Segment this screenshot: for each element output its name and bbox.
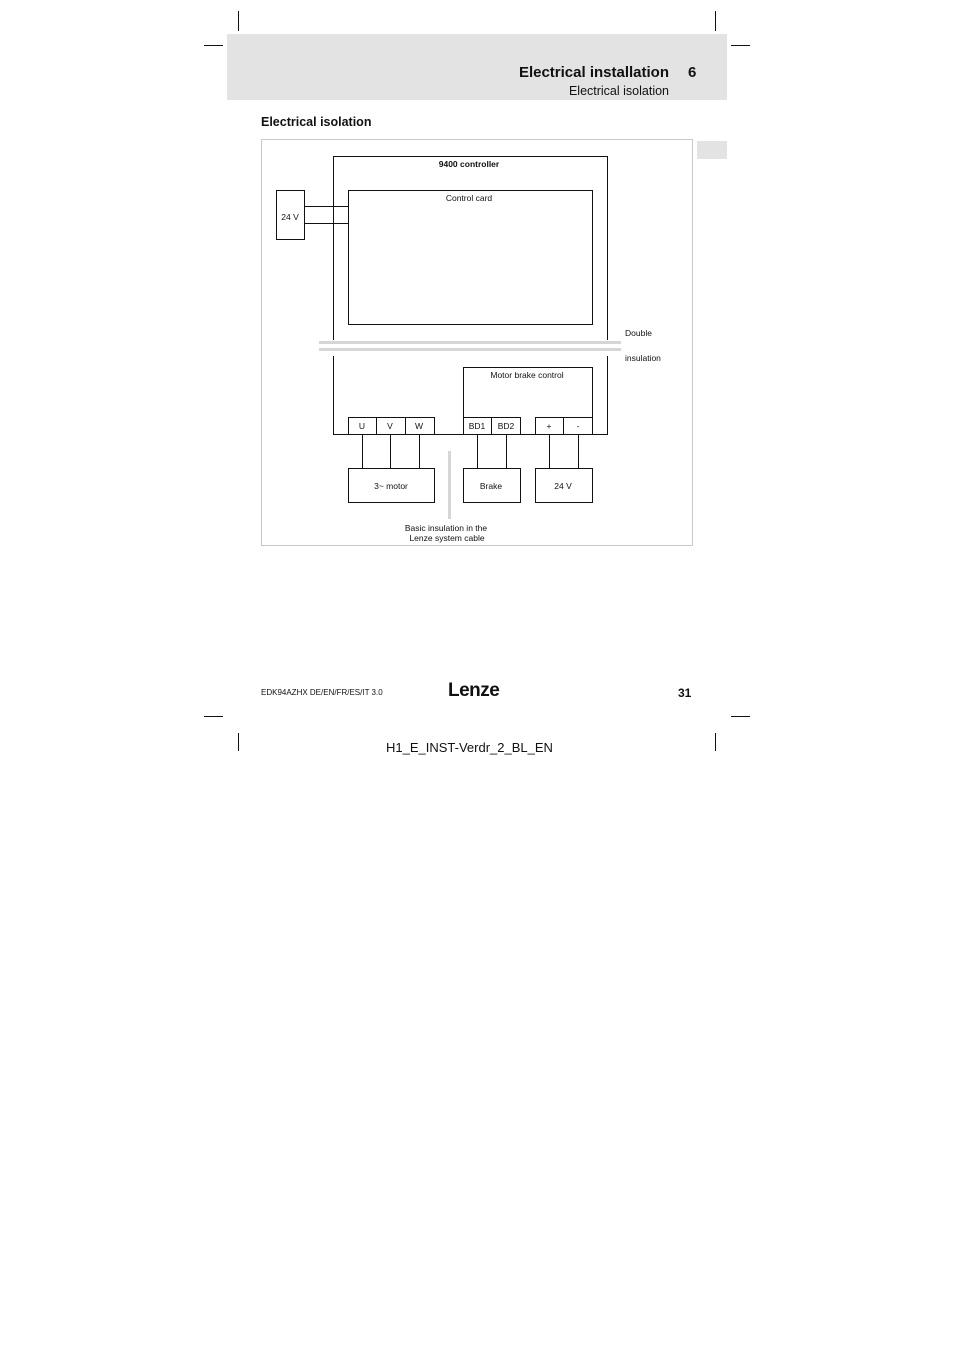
terminal-label: V	[387, 421, 393, 431]
motor-box	[348, 468, 435, 503]
lenze-logo: Lenze	[448, 680, 500, 701]
crop-mark	[715, 11, 716, 31]
crop-mark	[238, 733, 239, 751]
figure-frame	[261, 139, 693, 546]
chapter-title: Electrical installation	[518, 64, 669, 81]
basic-insulation-label: Basic insulation in the	[405, 523, 487, 533]
controller-label: 9400 controller	[439, 159, 500, 169]
crop-mark	[715, 733, 716, 751]
double-insulation-band	[319, 348, 621, 351]
controller-outline-top	[333, 156, 608, 340]
terminal-label: -	[577, 421, 580, 431]
terminal-label: +	[547, 421, 552, 431]
terminal-label: W	[415, 421, 423, 431]
supply-24v-bottom-box	[535, 468, 593, 503]
supply-24v-bottom-label: 24 V	[554, 481, 572, 491]
terminal-label: U	[359, 421, 365, 431]
control-card-label: Control card	[446, 193, 493, 203]
chapter-subtitle: Electrical isolation	[568, 84, 669, 98]
page-number: 31	[678, 686, 692, 700]
basic-insulation-label: Lenze system cable	[409, 533, 484, 543]
basic-insulation-bar	[448, 451, 451, 519]
chapter-number: 6	[688, 64, 697, 81]
terminal-label: BD1	[469, 421, 486, 431]
control-card-box	[348, 190, 593, 325]
crop-mark	[731, 45, 750, 46]
double-insulation-label: insulation	[625, 353, 661, 363]
terminal-label: BD2	[498, 421, 515, 431]
brake-box	[463, 468, 521, 503]
double-insulation-label: Double	[625, 328, 652, 338]
thumb-index-tab	[697, 141, 727, 159]
crop-mark	[204, 45, 223, 46]
crop-mark	[238, 11, 239, 31]
double-insulation-band	[319, 341, 621, 344]
supply-24v-left-box	[276, 190, 305, 240]
crop-mark	[204, 716, 223, 717]
brake-label: Brake	[480, 481, 502, 491]
crop-mark	[731, 716, 750, 717]
supply-24v-left-label: 24 V	[281, 212, 299, 222]
section-heading: Electrical isolation	[261, 115, 372, 129]
header-band	[227, 34, 727, 100]
motor-brake-control-box	[463, 367, 593, 435]
motor-brake-control-label: Motor brake control	[490, 370, 563, 380]
job-id: H1_E_INST-Verdr_2_BL_EN	[386, 740, 553, 755]
motor-label: 3~ motor	[374, 481, 408, 491]
document-code: EDK94AZHX DE/EN/FR/ES/IT 3.0	[261, 688, 383, 697]
